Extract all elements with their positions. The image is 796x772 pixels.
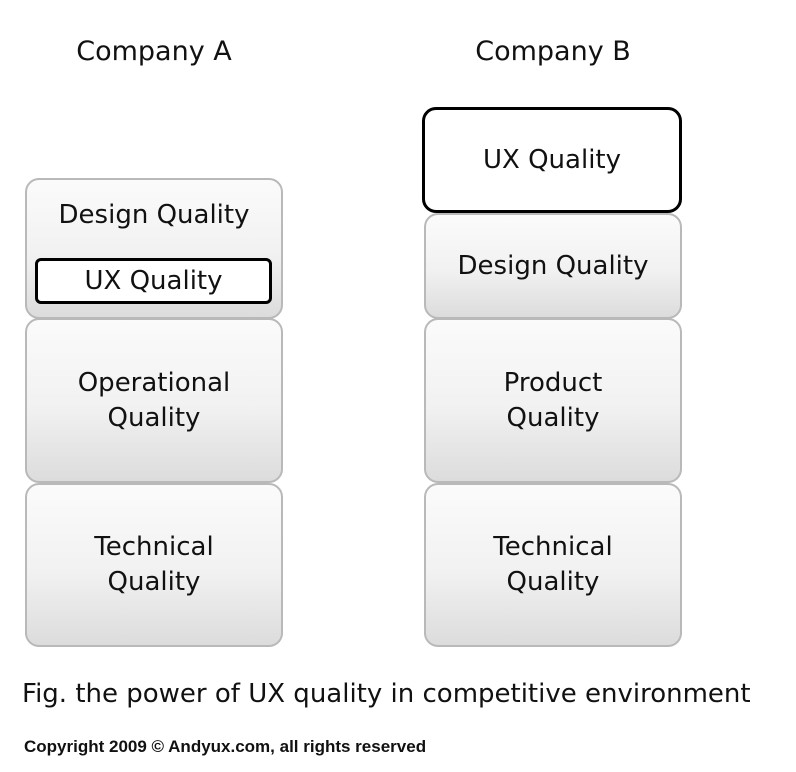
company-a-technical-quality-label: Technical Quality xyxy=(94,532,214,597)
company-b-product-quality-label: Product Quality xyxy=(503,367,603,433)
company-a-operational-quality-block: Operational Quality xyxy=(25,318,283,483)
company-b-title: Company B xyxy=(475,36,631,67)
company-a-design-quality-label: Design Quality xyxy=(58,200,250,230)
company-a-operational-quality-label: Operational Quality xyxy=(77,367,231,433)
company-a-technical-quality-block: Technical Quality xyxy=(25,483,283,647)
company-a-ux-quality-label: UX Quality xyxy=(84,266,223,296)
company-b-design-quality-label: Design Quality xyxy=(457,250,649,281)
company-b-ux-quality-box: UX Quality xyxy=(422,107,682,213)
company-b-ux-quality-label: UX Quality xyxy=(482,145,621,175)
company-a-ux-quality-box: UX Quality xyxy=(35,258,272,304)
company-b-technical-quality-block: Technical Quality xyxy=(424,483,682,647)
company-b-product-quality-block: Product Quality xyxy=(424,318,682,483)
figure-caption: Fig. the power of UX quality in competit… xyxy=(22,679,751,709)
company-b-technical-quality-label: Technical Quality xyxy=(493,532,613,597)
company-b-design-quality-block: Design Quality xyxy=(424,213,682,319)
copyright-notice: Copyright 2009 © Andyux.com, all rights … xyxy=(24,737,427,756)
company-a-title: Company A xyxy=(76,36,232,67)
